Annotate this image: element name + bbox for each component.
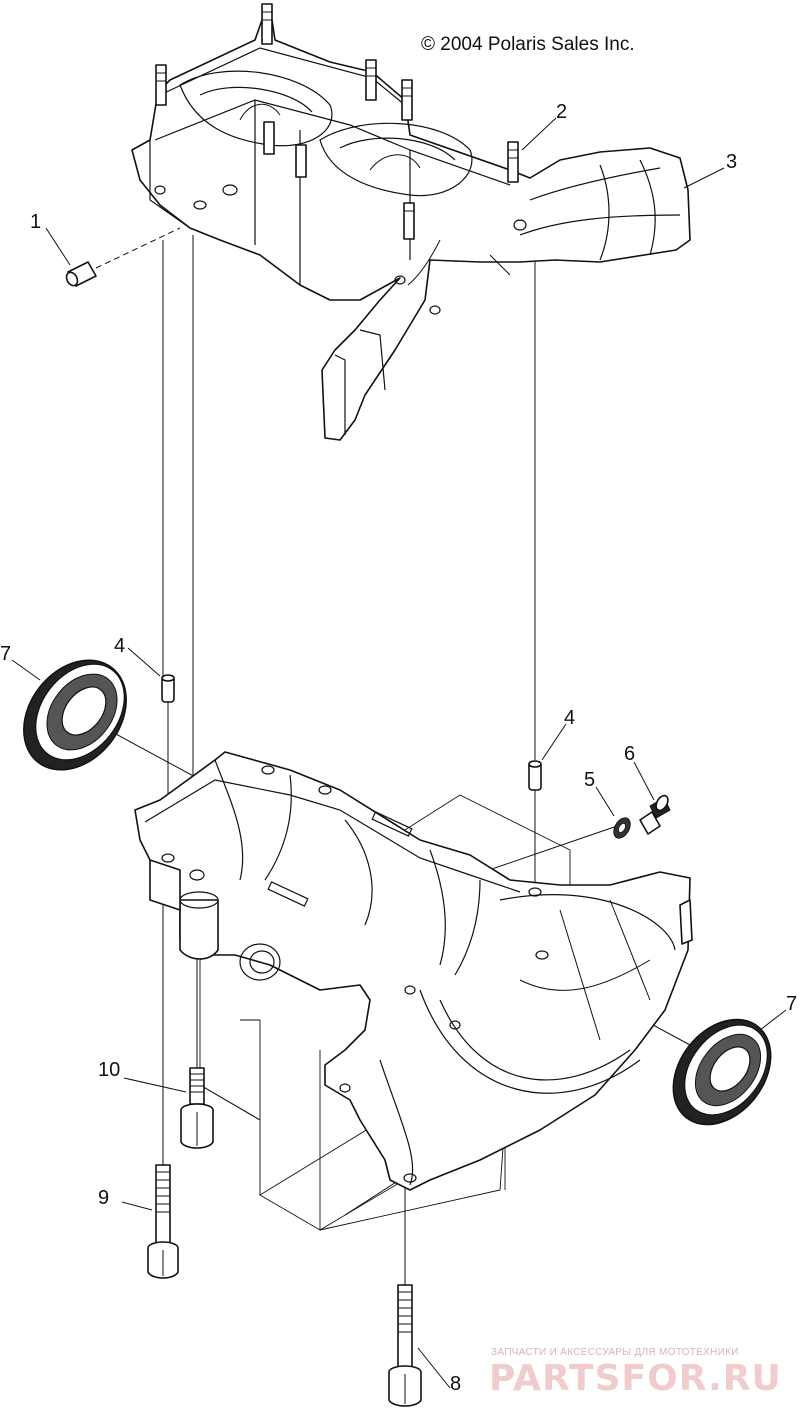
part-7-seal-right: [672, 1018, 772, 1126]
leader-lines: [11, 117, 787, 1031]
callout-7-right: 7: [786, 993, 797, 1015]
part-4-dowel-lower: [528, 760, 542, 791]
callout-4-lower: 4: [564, 707, 575, 729]
callout-3: 3: [726, 151, 737, 173]
callout-10: 10: [98, 1059, 120, 1081]
callout-7-left: 7: [0, 643, 11, 665]
callout-8: 8: [450, 1373, 461, 1395]
callout-5: 5: [584, 769, 595, 791]
part-7-seal-left: [23, 659, 127, 771]
part-5-washer: [613, 817, 631, 839]
callout-6: 6: [624, 743, 635, 765]
watermark-tagline: ЗАПЧАСТИ И АКСЕССУАРЫ ДЛЯ МОТОТЕХНИКИ: [491, 1347, 739, 1358]
part-9-bolt: [121, 1164, 179, 1279]
callout-4-upper: 4: [114, 635, 125, 657]
callout-labels: 1 2 3 4 4 5 6 7 7 8 9 10: [0, 101, 797, 1395]
copyright-text: © 2004 Polaris Sales Inc.: [421, 34, 635, 55]
callout-2: 2: [556, 101, 567, 123]
part-1-dowel-pin: [45, 227, 181, 287]
watermark-logo: PARTSFOR.RU: [489, 1358, 782, 1399]
part-8-bolt: [388, 1284, 451, 1407]
lower-crankcase: [134, 751, 693, 1231]
callout-1: 1: [30, 211, 41, 233]
part-4-dowel-upper: [161, 674, 175, 703]
callout-9: 9: [98, 1187, 109, 1209]
part-10-bolt: [123, 1067, 214, 1149]
upper-crankcase: [131, 3, 691, 441]
part-6-plug-screw: [639, 794, 671, 835]
